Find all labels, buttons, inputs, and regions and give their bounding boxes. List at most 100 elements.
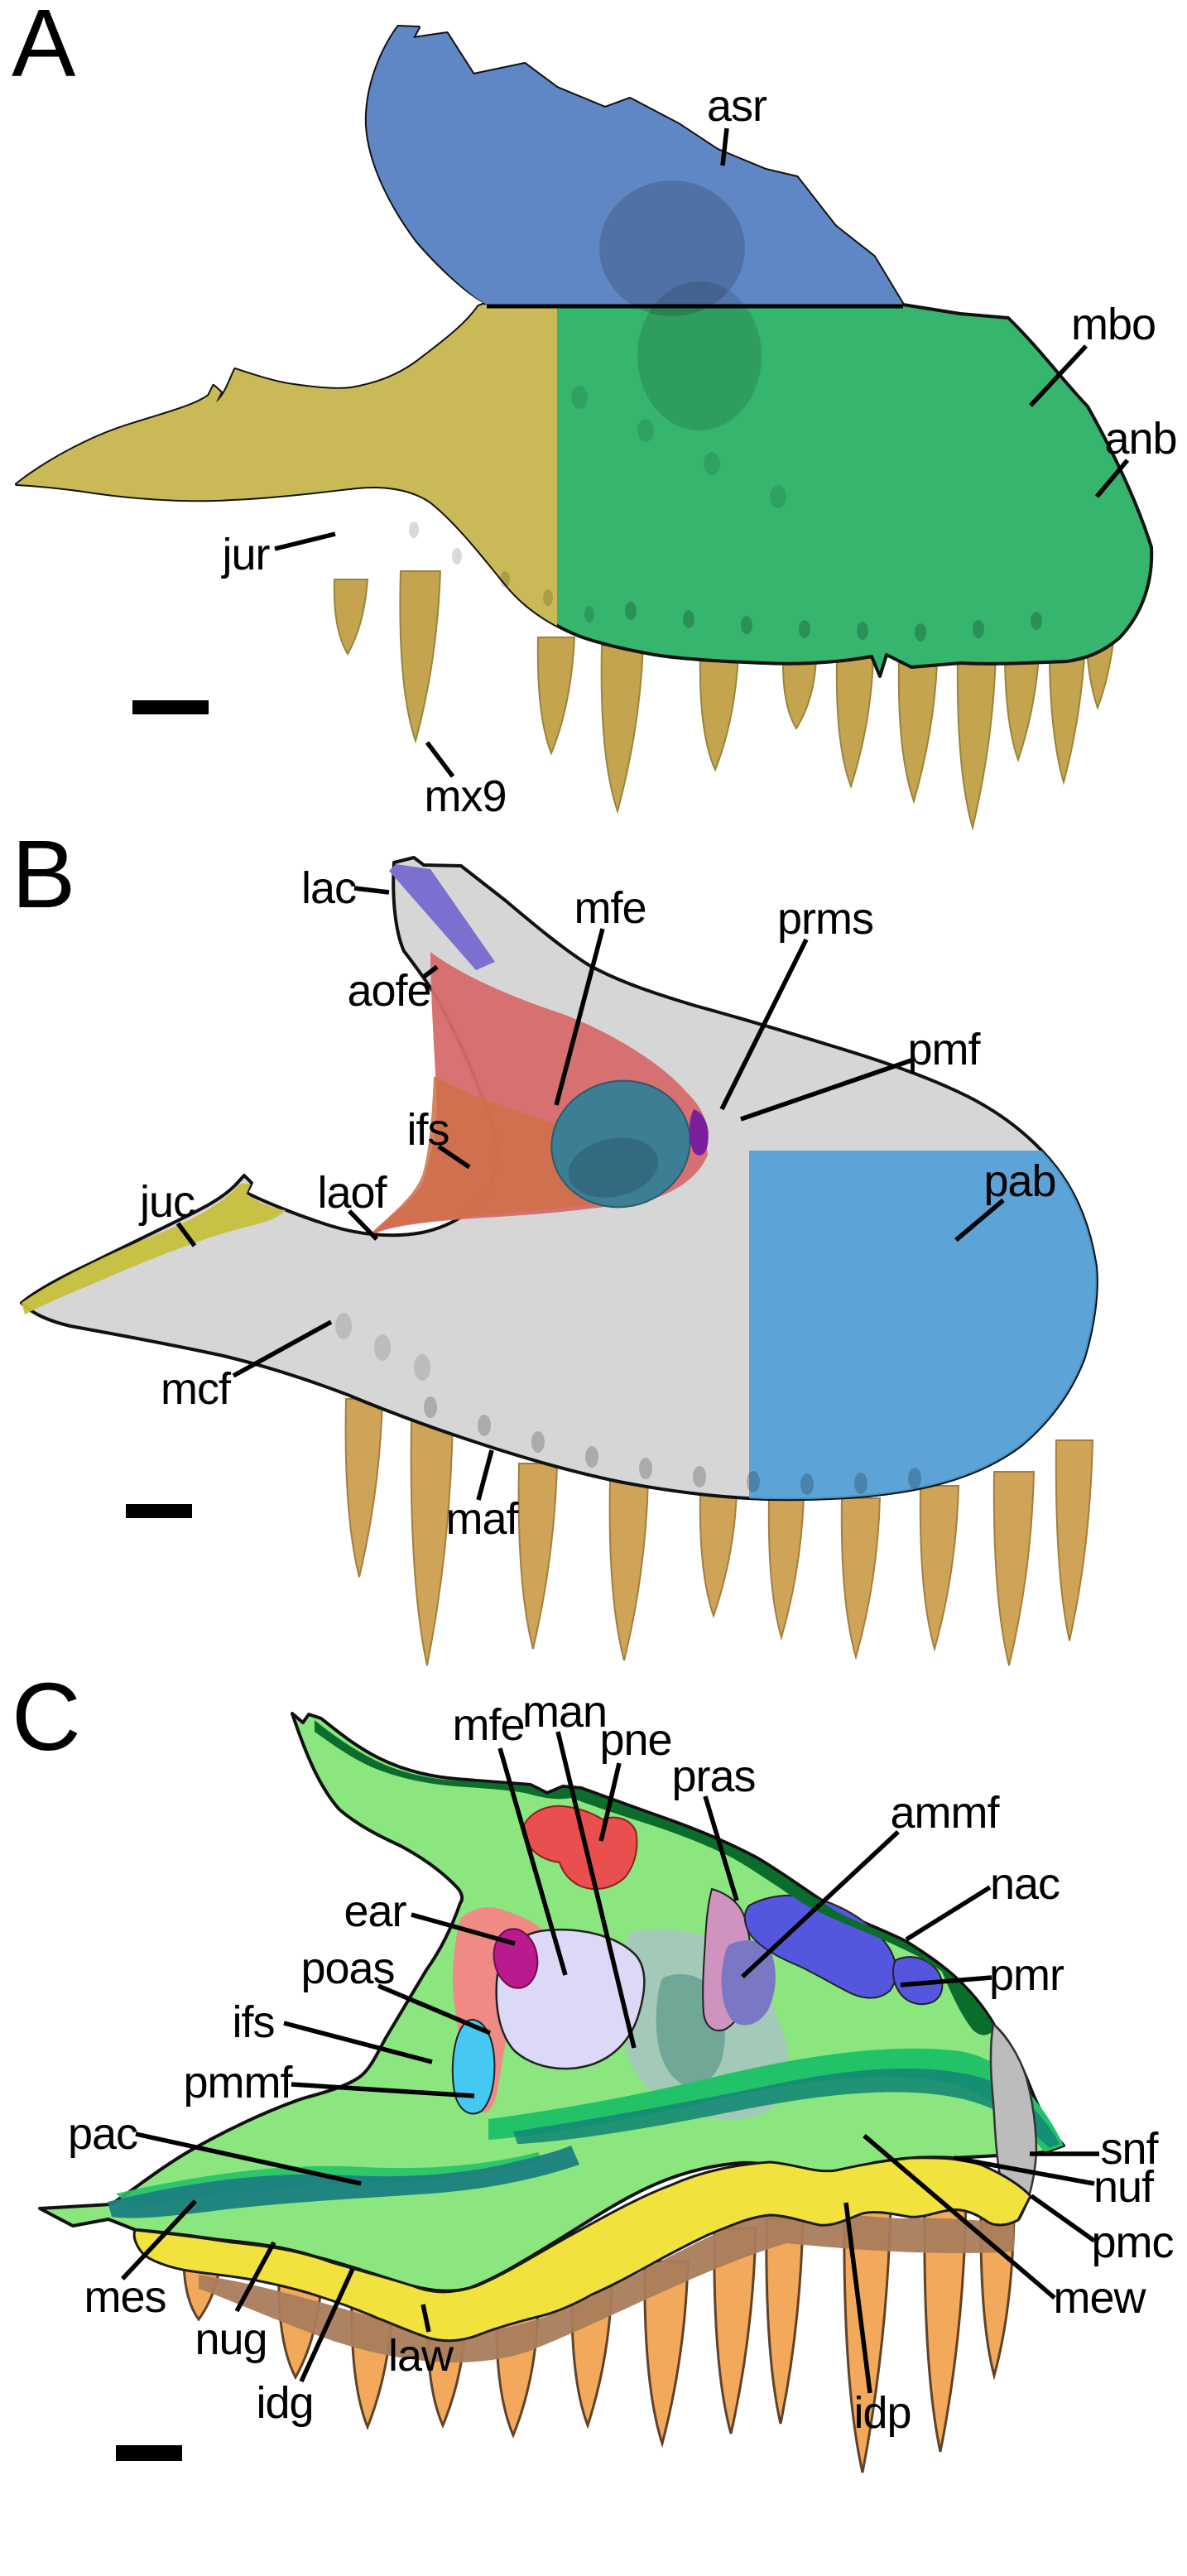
label-ear: ear (344, 1886, 406, 1936)
prms-sliver (689, 1109, 709, 1156)
leader-pmc (1030, 2194, 1096, 2243)
leader-asr (720, 127, 729, 166)
leader-mx9 (425, 741, 455, 778)
leader-pac (135, 2131, 362, 2186)
tooth (699, 653, 740, 772)
panel-a-shading (409, 180, 1042, 642)
leader-nac (905, 1885, 992, 1942)
tooth (1055, 1439, 1094, 1641)
ascending-ramus-overlay (366, 26, 903, 305)
panel-letter-a: A (12, 0, 76, 97)
amp-band-teal (513, 2068, 1060, 2148)
interdental-brown (199, 2211, 1014, 2362)
leader-pmf (740, 1057, 915, 1122)
leader-ammf (741, 1829, 900, 1979)
tooth (919, 1485, 960, 1652)
label-nuf: nuf (1093, 2162, 1154, 2212)
lac-wedge (389, 864, 495, 970)
leader-aofe (422, 964, 439, 979)
poas-cyan-teardrop (451, 2018, 496, 2115)
label-jur: jur (222, 530, 270, 579)
tooth (923, 2202, 968, 2453)
leader-nuf (954, 2155, 1095, 2186)
tooth (767, 1496, 805, 1641)
leader-idg (299, 2267, 355, 2383)
leader-ear (411, 1912, 516, 1946)
tooth (600, 645, 645, 815)
label-mew: mew (1053, 2273, 1146, 2323)
tooth (897, 661, 939, 805)
leader-mfe (554, 928, 605, 1106)
tooth (765, 2217, 805, 2425)
leader-prms (719, 938, 809, 1111)
label-law: law (387, 2331, 454, 2381)
label-prms: prms (777, 894, 874, 944)
scale-bar-c (116, 2445, 182, 2461)
leader-man (555, 1731, 637, 2049)
label-pab: pab (983, 1156, 1056, 1206)
tooth (835, 657, 875, 790)
tooth (992, 1471, 1036, 1666)
scale-bar-a (132, 700, 209, 714)
scale-bar-b (126, 1504, 192, 1518)
label-maf: maf (445, 1494, 518, 1544)
tooth (643, 2260, 690, 2449)
leader-maf (476, 1449, 494, 1501)
tooth (344, 1398, 384, 1578)
label-ifs-c: ifs (232, 1997, 276, 2047)
label-man: man (521, 1687, 608, 1737)
tooth (1048, 624, 1088, 786)
label-mfe-c: mfe (452, 1700, 525, 1750)
label-pac: pac (67, 2109, 138, 2159)
label-ifs-b: ifs (406, 1105, 450, 1155)
leader-jur (274, 531, 336, 551)
leader-mes (120, 2199, 198, 2280)
leader-mcf (232, 1319, 333, 1378)
label-pmmf: pmmf (183, 2058, 293, 2107)
nac-blue-blob-2 (891, 1956, 944, 2006)
leader-lac (353, 886, 390, 895)
tooth (608, 1479, 650, 1661)
leader-anb (1094, 459, 1130, 498)
label-mbo: mbo (1070, 300, 1156, 349)
label-asr: asr (706, 81, 767, 131)
leader-pne (598, 1762, 622, 1842)
tooth (713, 2227, 757, 2434)
leader-pmmf (291, 2082, 475, 2098)
leader-juc (175, 1222, 197, 1247)
tooth (1003, 641, 1041, 763)
label-idg: idg (256, 2378, 314, 2428)
label-aofe: aofe (347, 966, 431, 1016)
panel-b-teeth (344, 1398, 1094, 1666)
label-snf: snf (1100, 2124, 1158, 2174)
leader-mbo (1028, 344, 1088, 407)
label-anb: anb (1104, 414, 1177, 464)
leader-ifs-c (283, 2021, 433, 2064)
label-juc: juc (139, 1177, 195, 1227)
tooth (781, 657, 818, 730)
leader-idp (843, 2202, 872, 2394)
tooth (333, 579, 369, 656)
leader-laof (348, 1209, 378, 1241)
label-mx9: mx9 (424, 771, 507, 821)
label-pmf: pmf (907, 1025, 980, 1074)
label-idp: idp (853, 2388, 911, 2438)
leader-mfe-c (497, 1747, 568, 1976)
leader-law (420, 2304, 431, 2333)
tooth (840, 1497, 882, 1660)
mfe-fenestra (550, 1079, 691, 1209)
panel-c-leaders (120, 1731, 1099, 2394)
leader-ifs (437, 1144, 471, 1170)
ear-magenta-blob (493, 1928, 539, 1989)
label-mcf: mcf (161, 1364, 231, 1414)
panel-letter-b: B (12, 820, 76, 928)
label-nug: nug (195, 2314, 267, 2364)
leader-poas (377, 1983, 492, 2035)
leader-pmr (900, 1975, 992, 1987)
panel-a-leaders (274, 127, 1130, 778)
label-poas: poas (300, 1944, 395, 1993)
tooth (399, 570, 442, 744)
leader-nug (234, 2241, 276, 2313)
juc-overlay (22, 1184, 286, 1314)
